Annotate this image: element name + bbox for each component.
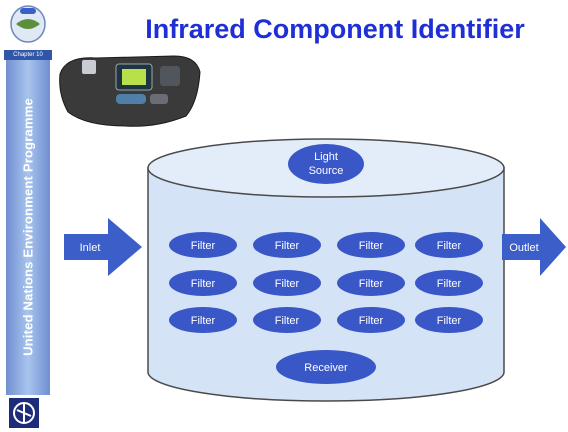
filter: Filter bbox=[253, 270, 321, 296]
svg-text:Filter: Filter bbox=[191, 240, 216, 252]
page-title: Infrared Component Identifier bbox=[145, 14, 525, 44]
filter: Filter bbox=[253, 307, 321, 333]
chapter-label: Chapter 10 bbox=[4, 50, 52, 60]
svg-text:Filter: Filter bbox=[437, 278, 462, 290]
cylinder bbox=[147, 138, 505, 402]
inlet-label: Inlet bbox=[80, 242, 101, 254]
receiver: Receiver bbox=[276, 350, 376, 384]
svg-text:Filter: Filter bbox=[275, 278, 300, 290]
filter: Filter bbox=[169, 232, 237, 258]
outlet-label: Outlet bbox=[509, 242, 538, 254]
svg-text:Filter: Filter bbox=[359, 315, 384, 327]
svg-text:Filter: Filter bbox=[191, 315, 216, 327]
svg-text:Filter: Filter bbox=[359, 240, 384, 252]
filter: Filter bbox=[169, 270, 237, 296]
light-source-label-line2: Source bbox=[309, 165, 344, 177]
light-source-label-line1: Light bbox=[314, 151, 338, 163]
ir-device-icon bbox=[59, 55, 201, 127]
sidebar-bar bbox=[6, 60, 50, 395]
filter: Filter bbox=[337, 232, 405, 258]
unep-logo-icon bbox=[10, 5, 46, 43]
filter: Filter bbox=[415, 232, 483, 258]
ozone-emblem-icon bbox=[9, 398, 39, 428]
filter: Filter bbox=[253, 232, 321, 258]
filter: Filter bbox=[169, 307, 237, 333]
receiver-label: Receiver bbox=[304, 362, 348, 374]
outlet-arrow: Outlet bbox=[502, 218, 566, 276]
svg-text:Filter: Filter bbox=[437, 315, 462, 327]
filter: Filter bbox=[337, 307, 405, 333]
filter: Filter bbox=[337, 270, 405, 296]
svg-text:Filter: Filter bbox=[437, 240, 462, 252]
light-source: Light Source bbox=[288, 144, 364, 184]
inlet-arrow: Inlet bbox=[64, 218, 142, 276]
svg-text:Filter: Filter bbox=[359, 278, 384, 290]
filter: Filter bbox=[415, 307, 483, 333]
filter: Filter bbox=[415, 270, 483, 296]
svg-text:Filter: Filter bbox=[275, 315, 300, 327]
sidebar: Chapter 10 United Nations Environment Pr… bbox=[0, 0, 56, 432]
svg-text:Filter: Filter bbox=[191, 278, 216, 290]
svg-text:Filter: Filter bbox=[275, 240, 300, 252]
